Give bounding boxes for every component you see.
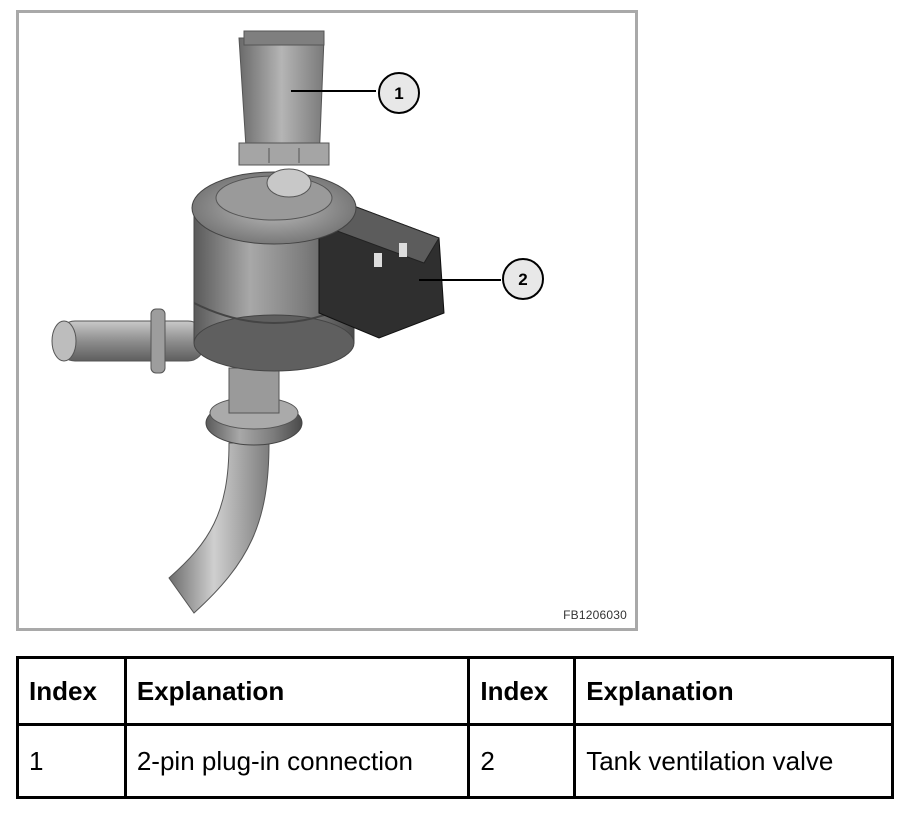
callout-1-number: 1	[394, 84, 403, 103]
callout-2-circle	[502, 258, 544, 300]
figure-frame: 1 2 FB1206030	[16, 10, 638, 631]
cell-explanation-2: Tank ventilation valve	[573, 723, 894, 799]
table-row: 1 2-pin plug-in connection 2 Tank ventil…	[16, 723, 894, 799]
callout-2-number: 2	[518, 270, 527, 289]
cell-index-1: 1	[16, 723, 127, 799]
legend-table: Index Explanation Index Explanation 1 2-…	[16, 656, 894, 799]
callout-1-circle	[378, 72, 420, 114]
valve-illustration: 1 2	[51, 30, 544, 614]
figure-code: FB1206030	[563, 608, 627, 622]
header-explanation-2: Explanation	[573, 656, 894, 726]
legend-header-row: Index Explanation Index Explanation	[16, 656, 894, 726]
cell-index-2: 2	[467, 723, 577, 799]
cell-explanation-1: 2-pin plug-in connection	[123, 723, 471, 799]
header-index-2: Index	[467, 656, 577, 726]
header-index-1: Index	[16, 656, 127, 726]
header-explanation-1: Explanation	[123, 656, 471, 726]
